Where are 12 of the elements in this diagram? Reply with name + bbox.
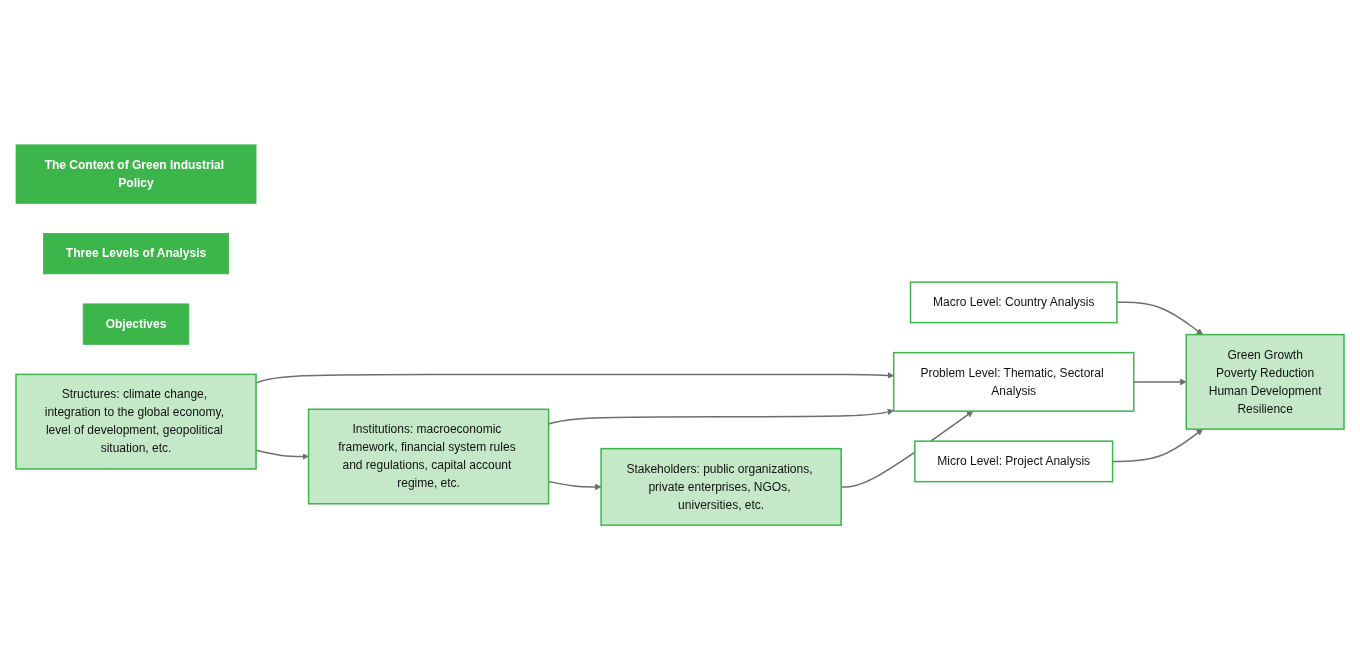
node-box: The Context of Green Industrial Policy bbox=[15, 144, 257, 204]
node-box: Three Levels of Analysis bbox=[43, 232, 230, 275]
arrow bbox=[1116, 301, 1203, 335]
arrow bbox=[1133, 378, 1187, 386]
node-box: Institutions: macroeconomic framework, financial system rules and regulations, capital account regime, etc. bbox=[307, 408, 550, 505]
node-box: Micro Level: Project Analysis bbox=[914, 440, 1114, 483]
node-box: Structures: climate change, integration to the global economy, level of development, geopolitical situation, etc. bbox=[15, 373, 257, 470]
node-box: Macro Level: Country Analysis bbox=[909, 281, 1118, 324]
node-box: Problem Level: Thematic, Sectoral Analysis bbox=[892, 351, 1135, 412]
node-box: Objectives bbox=[82, 303, 190, 345]
node-box: Stakeholders: public organizations, private enterprises, NGOs, universities, etc. bbox=[600, 447, 842, 526]
node-box: Green Growth Poverty Reduction Human Development Resilience bbox=[1185, 333, 1345, 430]
